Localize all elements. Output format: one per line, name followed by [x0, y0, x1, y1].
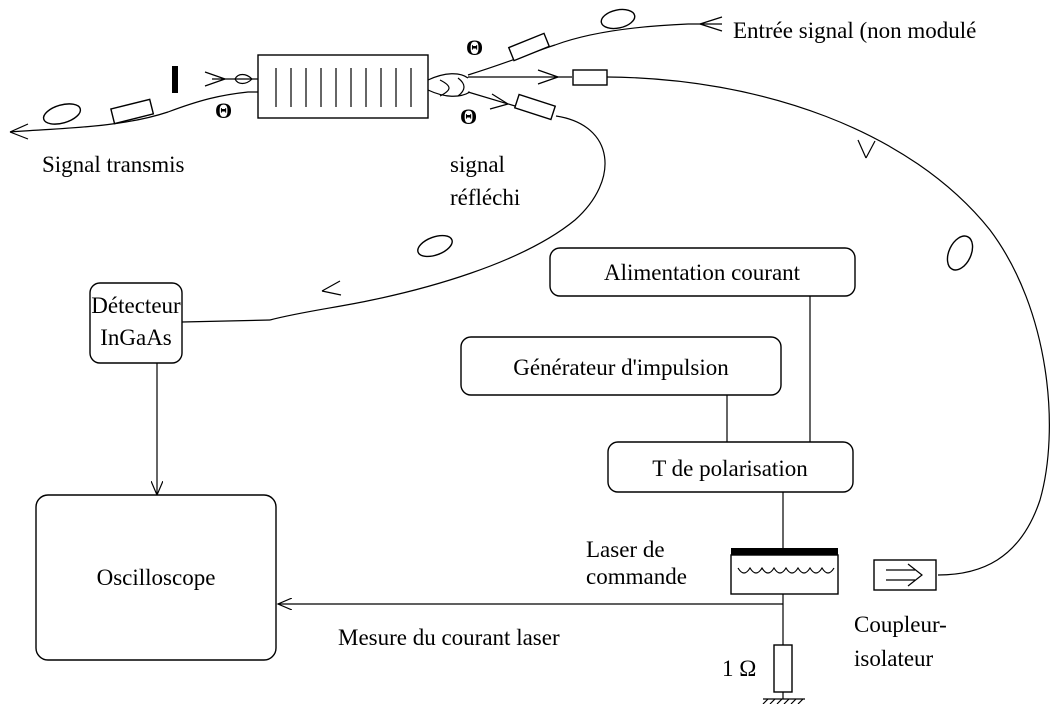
reflected-fiber — [269, 91, 606, 321]
transmitted-signal-label: Signal transmis — [42, 152, 185, 177]
bias-tee-box: T de polarisation — [607, 441, 854, 493]
transmitted-fiber-connector — [110, 98, 155, 125]
grating-lens-right — [427, 73, 471, 97]
reflected-fiber-connector — [513, 93, 557, 121]
bragg-grating — [257, 54, 429, 119]
theta-label-top: Θ — [466, 35, 483, 60]
fiber-terminator — [172, 66, 178, 93]
theta-label-left: Θ — [215, 98, 232, 123]
transmitted-fiber-loop — [42, 103, 82, 125]
resistor-label: 1 Ω — [722, 656, 756, 681]
control-laser-label-1: Laser de — [586, 537, 665, 562]
power-supply-label: Alimentation courant — [604, 260, 801, 285]
bias-tee-label: T de polarisation — [652, 456, 808, 481]
input-fiber-loop — [600, 8, 636, 30]
input-fiber — [467, 8, 723, 76]
control-laser-label-2: commande — [586, 564, 687, 589]
ground-symbol — [762, 698, 805, 704]
resistor — [773, 644, 793, 693]
control-fiber-loop — [946, 235, 974, 271]
reflected-fiber-loop — [417, 234, 453, 258]
control-fiber-connector — [572, 69, 608, 86]
detector-label-2: InGaAs — [100, 325, 172, 350]
laser-current-label: Mesure du courant laser — [338, 625, 560, 650]
oscilloscope-box: Oscilloscope — [35, 494, 277, 661]
theta-label-bottom: Θ — [460, 104, 477, 129]
reflected-signal-label-2: réfléchi — [450, 185, 520, 210]
detector-box: Détecteur InGaAs — [89, 282, 183, 364]
pulse-generator-label: Générateur d'impulsion — [513, 355, 729, 380]
transmitted-fiber — [9, 66, 258, 140]
detector-label-1: Détecteur — [91, 293, 181, 318]
oscilloscope-label: Oscilloscope — [97, 565, 216, 590]
input-fiber-connector — [507, 32, 551, 62]
reflected-signal-label-1: signal — [450, 152, 505, 177]
coupler-isolator — [873, 559, 937, 591]
input-signal-label: Entrée signal (non modulé — [733, 18, 976, 43]
coupler-label-1: Coupleur- — [854, 612, 947, 637]
power-supply-box: Alimentation courant — [549, 247, 856, 297]
control-fiber-top — [468, 69, 1050, 576]
pulse-generator-box: Générateur d'impulsion — [460, 336, 782, 396]
coupler-label-2: isolateur — [854, 646, 934, 671]
control-laser — [730, 548, 839, 595]
